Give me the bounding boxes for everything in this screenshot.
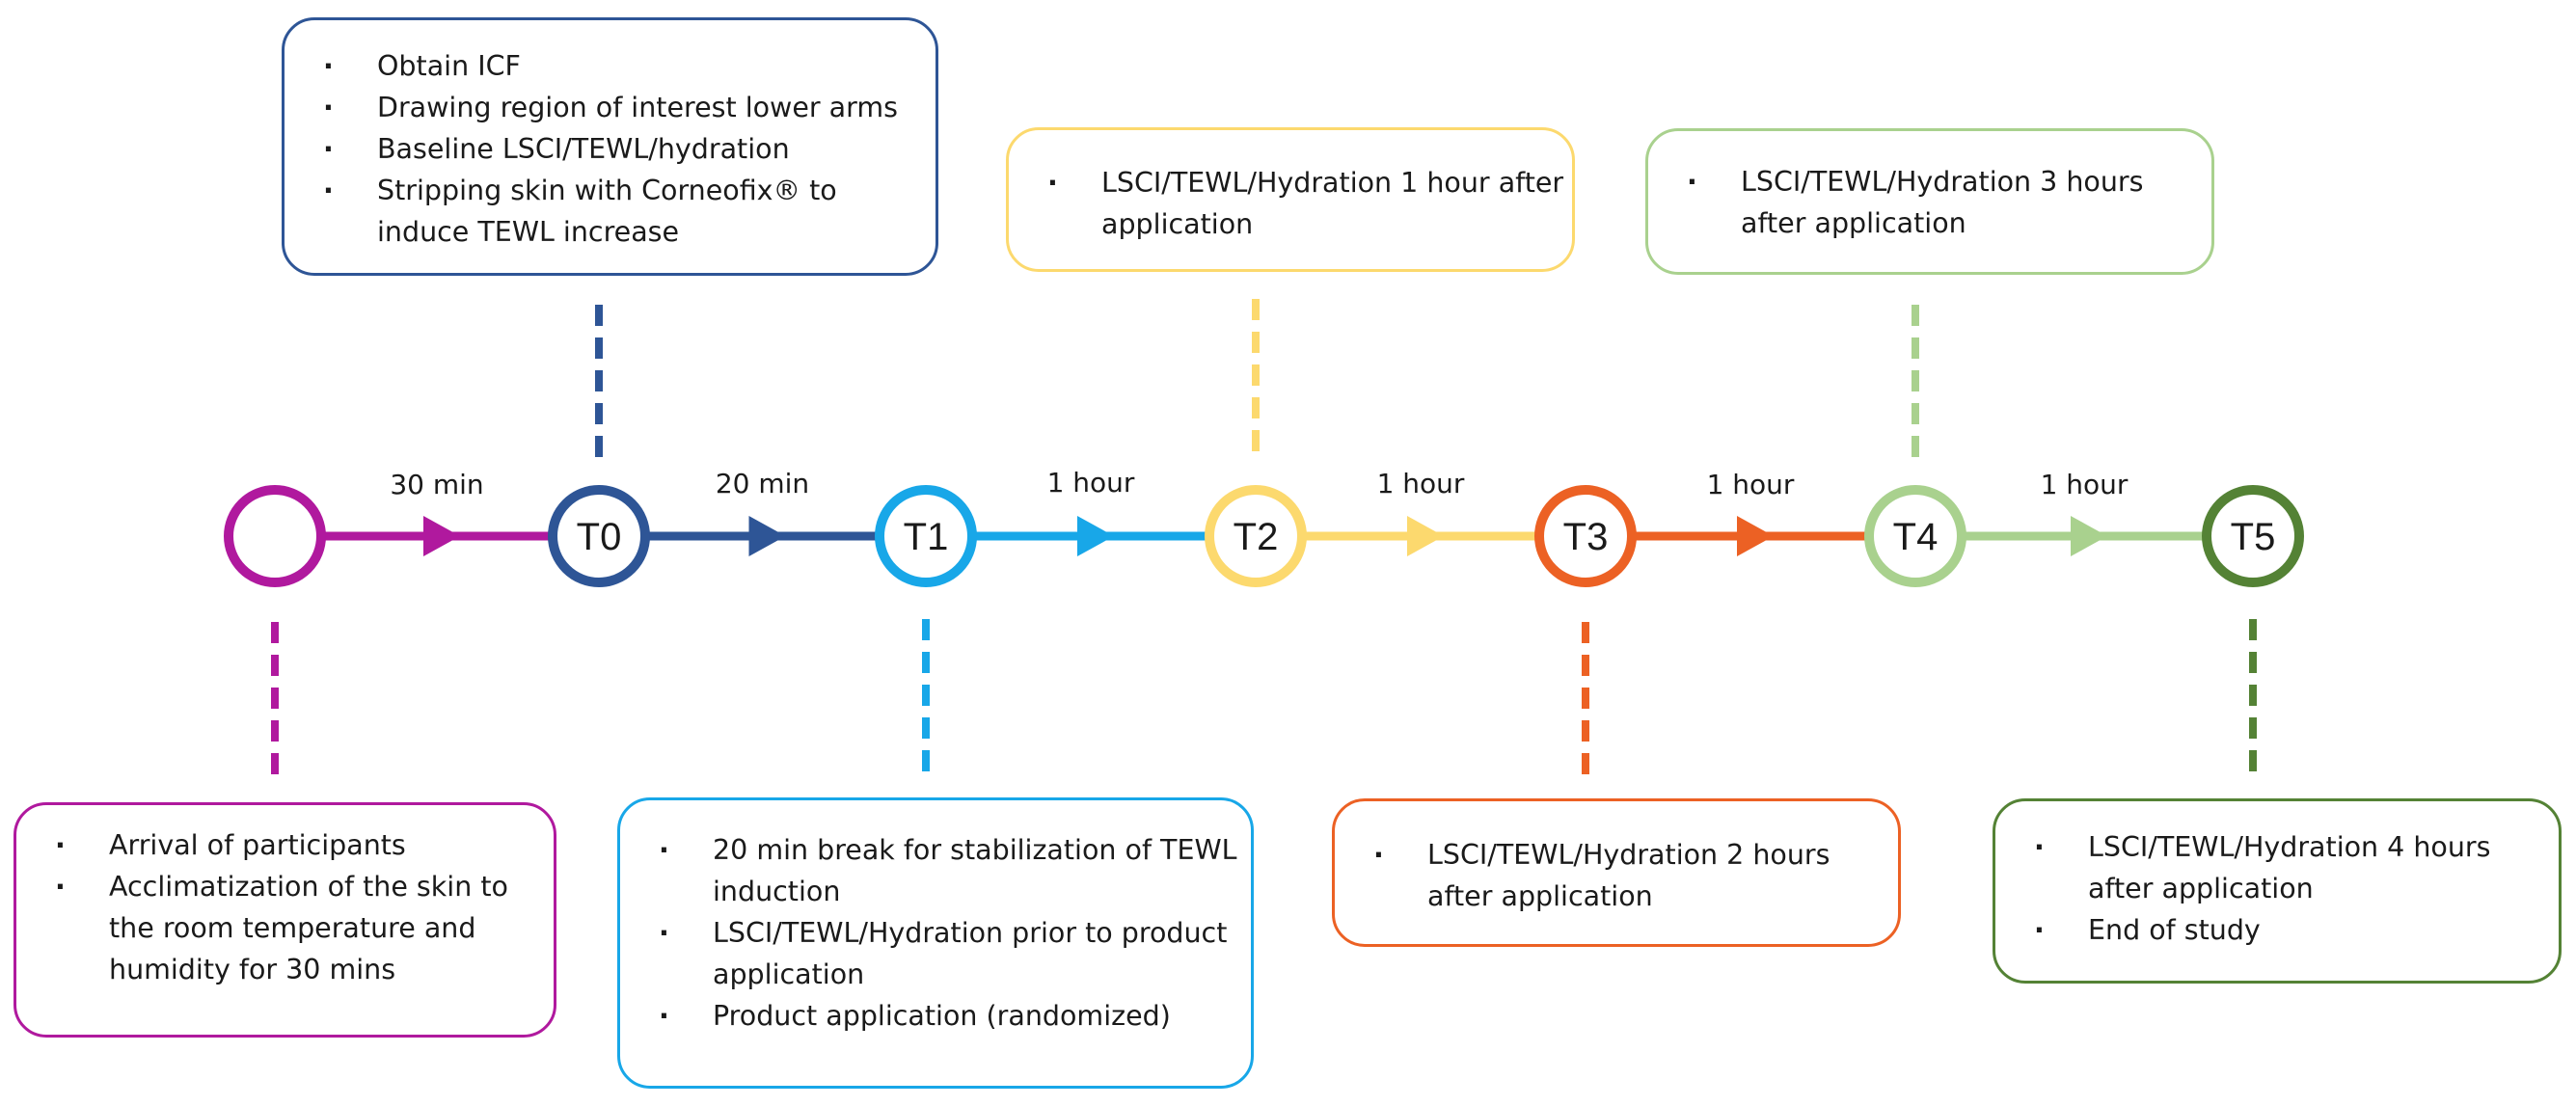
duration-label: 1 hour	[1707, 469, 1795, 500]
box-t5: LSCI/TEWL/Hydration 4 hours after applic…	[1993, 798, 2562, 984]
box-t2-item: LSCI/TEWL/Hydration 1 hour after applica…	[1009, 162, 1572, 245]
box-t1-list: 20 min break for stabilization of TEWL i…	[620, 829, 1251, 1037]
node-label-t0: T0	[577, 516, 622, 558]
node-label-t1: T1	[904, 516, 949, 558]
box-t2-list: LSCI/TEWL/Hydration 1 hour after applica…	[1009, 162, 1572, 245]
box-t0-item: Obtain ICF	[285, 45, 935, 87]
box-start-item: Arrival of participants	[16, 824, 554, 866]
box-t5-item: End of study	[1995, 909, 2559, 951]
box-t0-item: Stripping skin with Corneofix® to induce…	[285, 170, 935, 253]
box-t2: LSCI/TEWL/Hydration 1 hour after applica…	[1006, 127, 1575, 272]
box-t0: Obtain ICFDrawing region of interest low…	[282, 17, 938, 276]
node-circle-t2	[1205, 485, 1307, 587]
node-circle-t1	[875, 485, 977, 587]
box-t4-list: LSCI/TEWL/Hydration 3 hours after applic…	[1648, 161, 2211, 244]
box-t1-item: Product application (randomized)	[620, 995, 1251, 1037]
node-label-t4: T4	[1893, 516, 1939, 558]
box-t0-item: Baseline LSCI/TEWL/hydration	[285, 128, 935, 170]
box-t3: LSCI/TEWL/Hydration 2 hours after applic…	[1332, 798, 1901, 947]
box-t1-item: LSCI/TEWL/Hydration prior to product app…	[620, 912, 1251, 995]
box-t0-item: Drawing region of interest lower arms	[285, 87, 935, 128]
box-t0-list: Obtain ICFDrawing region of interest low…	[285, 45, 935, 253]
arrow-head-icon	[1407, 516, 1444, 556]
node-label-t2: T2	[1234, 516, 1279, 558]
box-t5-item: LSCI/TEWL/Hydration 4 hours after applic…	[1995, 826, 2559, 909]
duration-label: 1 hour	[2041, 469, 2129, 500]
arrow-head-icon	[2071, 516, 2107, 556]
node-circle-start	[224, 485, 326, 587]
arrow-head-icon	[423, 516, 460, 556]
duration-label: 1 hour	[1047, 467, 1135, 499]
node-label-t5: T5	[2231, 516, 2276, 558]
node-label-t3: T3	[1563, 516, 1609, 558]
box-t1: 20 min break for stabilization of TEWL i…	[617, 797, 1254, 1089]
arrow-head-icon	[1077, 516, 1114, 556]
duration-label: 1 hour	[1377, 468, 1465, 499]
node-circle-t0	[548, 485, 650, 587]
node-circle-t5	[2202, 485, 2304, 587]
node-circle-t4	[1864, 485, 1966, 587]
box-t1-item: 20 min break for stabilization of TEWL i…	[620, 829, 1251, 912]
box-t3-item: LSCI/TEWL/Hydration 2 hours after applic…	[1335, 834, 1898, 917]
box-start-list: Arrival of participantsAcclimatization o…	[16, 824, 554, 990]
box-start: Arrival of participantsAcclimatization o…	[14, 802, 556, 1038]
arrow-head-icon	[748, 516, 786, 556]
arrow-head-icon	[1737, 516, 1774, 556]
box-t3-list: LSCI/TEWL/Hydration 2 hours after applic…	[1335, 834, 1898, 917]
box-t4-item: LSCI/TEWL/Hydration 3 hours after applic…	[1648, 161, 2211, 244]
node-circle-t3	[1534, 485, 1637, 587]
duration-label: 20 min	[716, 468, 809, 499]
box-t4: LSCI/TEWL/Hydration 3 hours after applic…	[1645, 128, 2214, 275]
box-start-item: Acclimatization of the skin to the room …	[16, 866, 554, 990]
box-t5-list: LSCI/TEWL/Hydration 4 hours after applic…	[1995, 826, 2559, 951]
duration-label: 30 min	[390, 469, 483, 500]
